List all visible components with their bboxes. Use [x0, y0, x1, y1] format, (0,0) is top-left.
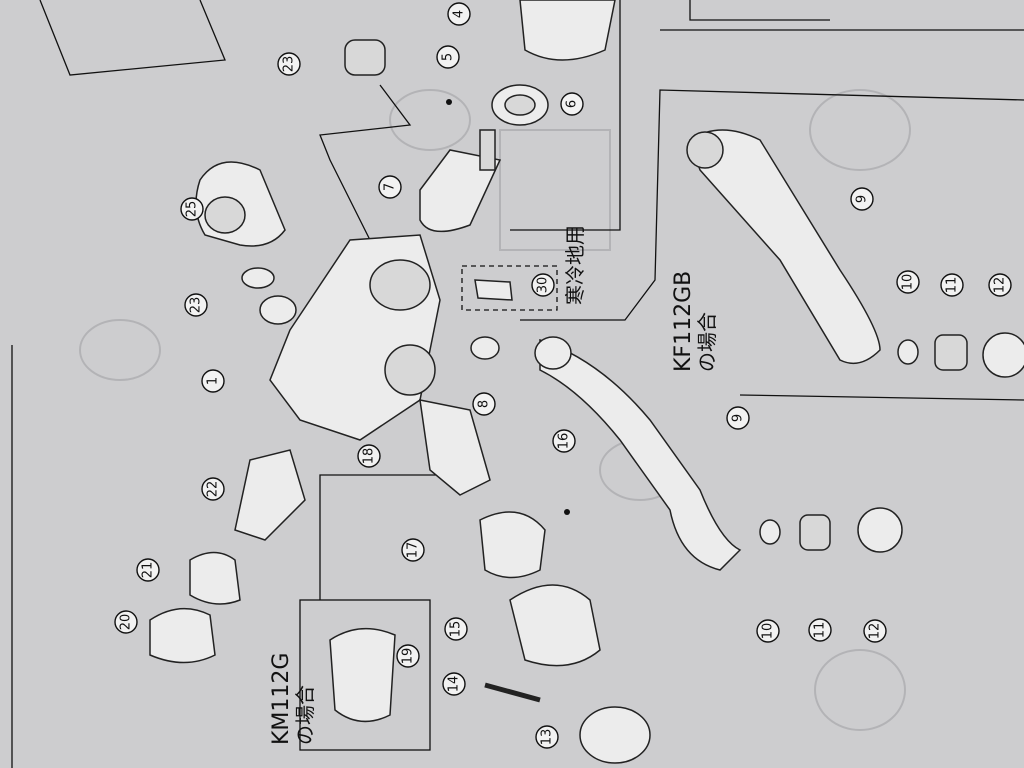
svg-text:9: 9 — [731, 414, 746, 422]
part-label: 23 — [184, 293, 208, 317]
part-label: 1 — [201, 369, 225, 393]
bleed-through-ghost-art — [79, 89, 911, 731]
svg-text:17: 17 — [406, 542, 421, 559]
frame-lines — [11, 0, 1024, 768]
part-22-cartridge — [234, 449, 306, 541]
svg-text:14: 14 — [447, 676, 462, 693]
part-label: 13 — [535, 725, 559, 749]
part-label: 7 — [378, 175, 402, 199]
part-label: 15 — [444, 617, 468, 641]
svg-text:11: 11 — [945, 277, 960, 294]
part-label: 17 — [401, 538, 425, 562]
svg-text:30: 30 — [536, 277, 551, 294]
part-labels: 4 23 5 6 7 25 9 30 23 10 11 12 1 8 9 22 … — [114, 2, 1012, 749]
svg-text:20: 20 — [119, 614, 134, 631]
part-9-spout — [539, 338, 742, 571]
svg-text:1: 1 — [206, 377, 221, 385]
svg-text:23: 23 — [282, 56, 297, 73]
part-13-cap — [579, 706, 651, 764]
part-19-cartridge — [329, 627, 396, 723]
part-23-top — [344, 39, 386, 76]
part-9-spout-kf — [689, 129, 881, 365]
part-17-ring — [479, 511, 546, 579]
caption-km112g: KM112G の場合 — [269, 653, 317, 745]
svg-text:10: 10 — [901, 274, 916, 291]
part-label: 16 — [552, 429, 576, 453]
part-label: 19 — [396, 644, 420, 668]
part-label: 14 — [442, 672, 466, 696]
part-label: 10 — [896, 270, 920, 294]
caption-cold-region: 寒冷地用 — [563, 225, 587, 305]
svg-text:19: 19 — [401, 648, 416, 665]
svg-text:15: 15 — [449, 621, 464, 638]
svg-text:5: 5 — [441, 53, 456, 61]
svg-text:16: 16 — [557, 433, 572, 450]
part-label: 18 — [357, 444, 381, 468]
svg-text:12: 12 — [868, 623, 883, 640]
part-5-ball — [446, 99, 452, 105]
part-label: 6 — [560, 92, 584, 116]
part-15-handle — [509, 584, 601, 667]
part-8-ring — [470, 336, 500, 360]
part-label: 11 — [808, 618, 832, 642]
part-label: 9 — [850, 187, 874, 211]
part-label: 12 — [863, 619, 887, 643]
part-label: 25 — [180, 197, 204, 221]
part-label: 30 — [531, 273, 555, 297]
part-label: 8 — [472, 392, 496, 416]
part-label: 22 — [201, 477, 225, 501]
svg-text:11: 11 — [813, 622, 828, 639]
svg-text:8: 8 — [477, 400, 492, 408]
svg-text:21: 21 — [141, 562, 156, 579]
part-label: 11 — [940, 273, 964, 297]
svg-text:22: 22 — [206, 481, 221, 498]
svg-text:10: 10 — [761, 623, 776, 640]
part-21 — [189, 551, 241, 605]
part-20-cap — [149, 607, 216, 664]
part-label: 5 — [436, 45, 460, 69]
parts-artwork — [149, 0, 1024, 764]
svg-text:18: 18 — [362, 448, 377, 465]
svg-text:23: 23 — [189, 297, 204, 314]
caption-kf112gb-suffix: の場合 — [695, 312, 719, 372]
part-4-handle — [519, 0, 616, 61]
part-label: 9 — [726, 406, 750, 430]
svg-text:25: 25 — [185, 201, 200, 218]
svg-text:7: 7 — [383, 183, 398, 191]
svg-text:9: 9 — [855, 195, 870, 203]
svg-text:6: 6 — [565, 100, 580, 108]
part-washer — [241, 267, 275, 289]
caption-kf112gb: KF112GB の場合 — [671, 271, 719, 372]
part-label: 10 — [756, 619, 780, 643]
svg-text:12: 12 — [993, 277, 1008, 294]
svg-text:13: 13 — [540, 729, 555, 746]
part-18-cartridge — [419, 399, 491, 496]
part-label: 12 — [988, 273, 1012, 297]
part-label: 20 — [114, 610, 138, 634]
part-30-plug — [474, 279, 513, 301]
caption-km112g-model: KM112G — [269, 653, 294, 745]
part-label: 21 — [136, 558, 160, 582]
part-label: 4 — [447, 2, 471, 26]
caption-kf112gb-model: KF112GB — [671, 271, 696, 372]
part-23-mid — [259, 295, 297, 325]
svg-text:寒冷地用: 寒冷地用 — [563, 225, 587, 305]
part-label: 23 — [277, 52, 301, 76]
svg-text:4: 4 — [452, 10, 467, 18]
caption-km112g-suffix: の場合 — [293, 685, 317, 745]
